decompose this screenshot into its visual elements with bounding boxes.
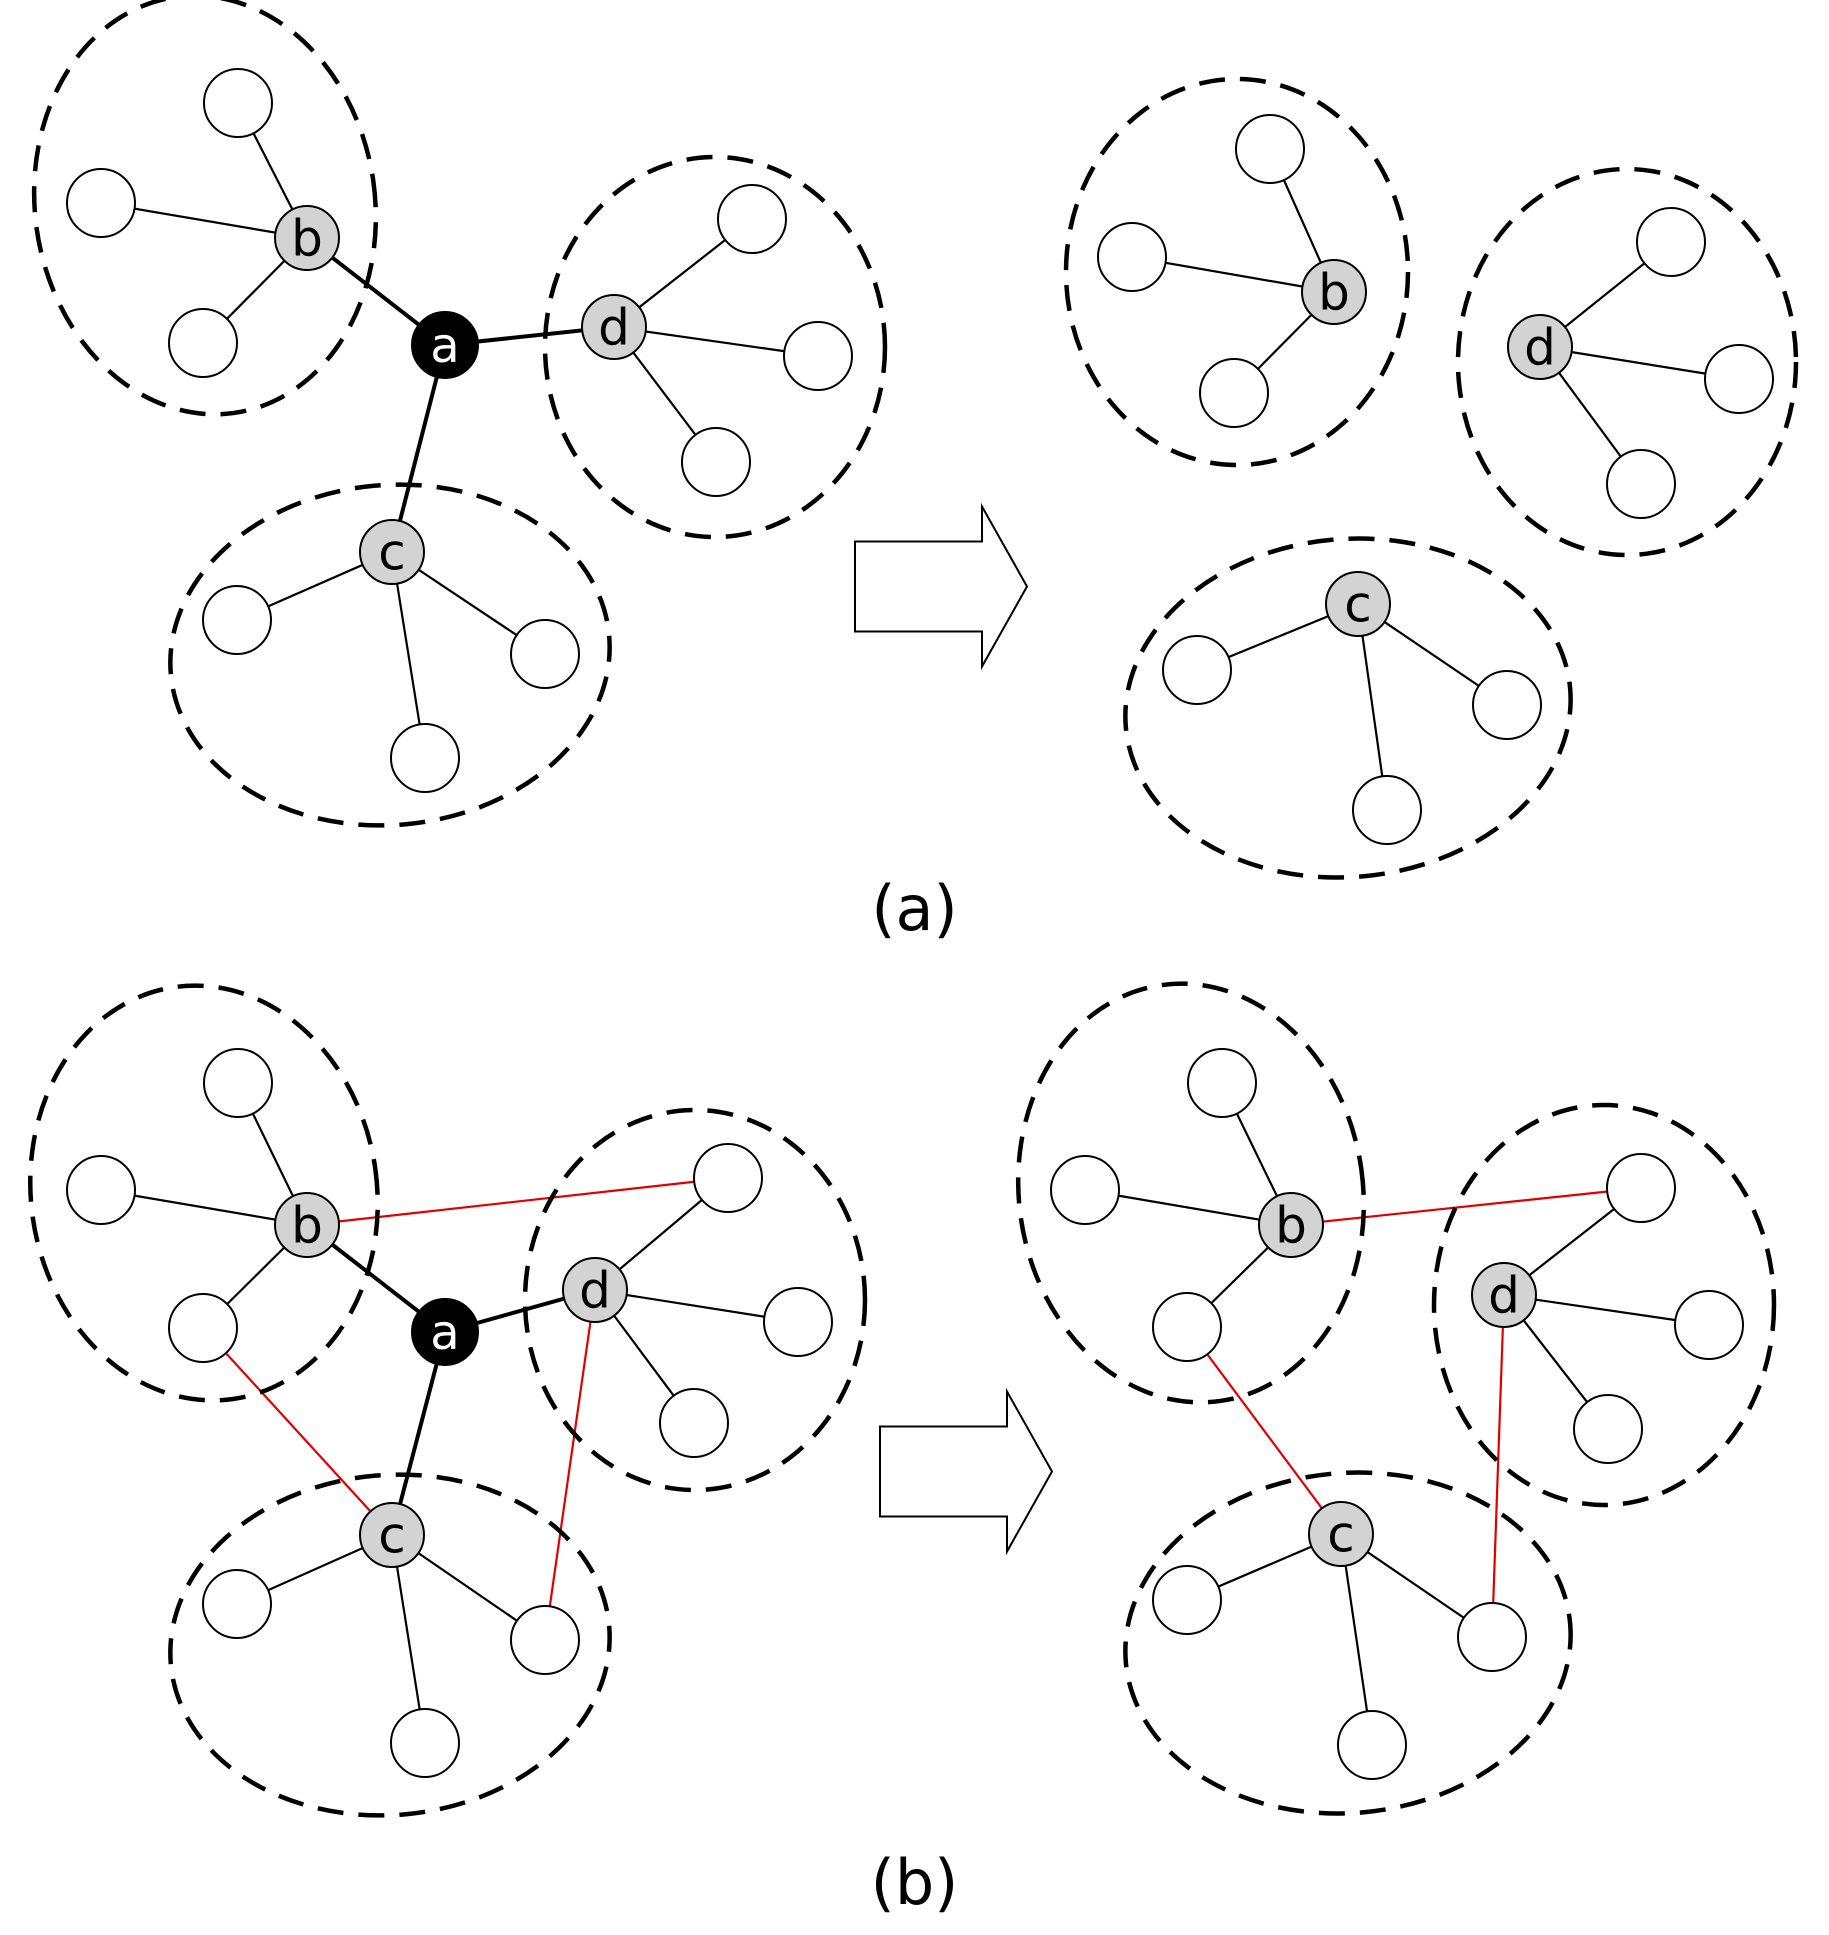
leaf-node-d-1 — [717, 184, 787, 254]
community-boundary-b — [1015, 981, 1367, 1405]
center-label-b: b — [1318, 264, 1350, 322]
community-boundary-c — [168, 482, 612, 828]
leaf-node-c-2 — [510, 619, 580, 689]
leaf-node-c-3 — [390, 723, 460, 793]
leaf-node-d-2 — [1704, 344, 1774, 414]
inter-community-edge-1 — [1290, 1186, 1642, 1227]
center-label-c: c — [1344, 576, 1372, 634]
hub-node-a — [411, 311, 479, 379]
leaf-node-b-2 — [1097, 222, 1167, 292]
leaf-node-b-1 — [203, 1048, 273, 1118]
leaf-node-b-2 — [66, 1155, 136, 1225]
transition-arrow-icon-2 — [879, 1387, 1054, 1556]
center-label-b: b — [291, 210, 323, 268]
leaf-node-b-2 — [66, 168, 136, 238]
community-boundary-d — [1455, 166, 1799, 558]
leaf-node-d-1 — [1636, 207, 1706, 277]
leaf-node-c-3 — [1337, 1710, 1407, 1780]
leaf-node-c-1 — [1152, 1565, 1222, 1635]
center-node-b — [274, 1192, 340, 1258]
center-node-c — [1308, 1501, 1374, 1567]
leaf-node-b-3 — [168, 1293, 238, 1363]
leaf-node-c-1 — [1162, 635, 1232, 705]
center-label-c: c — [378, 1507, 406, 1565]
leaf-node-d-3 — [1573, 1394, 1643, 1464]
hub-edge-a-c — [390, 344, 447, 553]
leaf-node-d-1 — [693, 1143, 763, 1213]
leaf-node-d-2 — [763, 1287, 833, 1357]
inter-community-edge-3 — [543, 1289, 597, 1641]
center-node-d — [1471, 1262, 1537, 1328]
panel-b-before: b d c a — [66, 1048, 833, 1778]
caption-a: (a) — [871, 872, 958, 945]
community-boundary-b — [31, 0, 379, 417]
leaf-node-d-3 — [1606, 449, 1676, 519]
center-label-b: b — [1275, 1197, 1307, 1255]
leaf-node-c-2 — [510, 1605, 580, 1675]
hub-node-a — [411, 1298, 479, 1366]
leaf-node-b-1 — [1187, 1048, 1257, 1118]
center-label-d: d — [1488, 1267, 1520, 1325]
leaf-node-c-3 — [1352, 775, 1422, 845]
inter-community-edge-3 — [1490, 1294, 1506, 1638]
community-boundary-b — [28, 983, 380, 1403]
leaf-node-b-1 — [1235, 114, 1305, 184]
center-node-c — [1325, 571, 1391, 637]
center-node-b — [1301, 259, 1367, 325]
center-node-b — [274, 205, 340, 271]
center-label-c: c — [1327, 1506, 1355, 1564]
transition-arrow-icon-1 — [854, 502, 1029, 671]
leaf-node-b-3 — [1199, 358, 1269, 428]
leaf-node-c-3 — [390, 1708, 460, 1778]
leaf-node-d-3 — [659, 1388, 729, 1458]
panel-a-before: b d c a — [66, 68, 853, 793]
hub-label-a: a — [430, 1305, 459, 1361]
community-boundary-c — [168, 1472, 612, 1818]
center-label-d: d — [598, 299, 630, 357]
leaf-node-d-2 — [1674, 1290, 1744, 1360]
hub-label-a: a — [430, 318, 459, 374]
community-boundary-b — [1063, 76, 1411, 468]
leaf-node-d-2 — [783, 321, 853, 391]
center-label-c: c — [378, 524, 406, 582]
center-label-d: d — [579, 1262, 611, 1320]
center-node-b — [1258, 1192, 1324, 1258]
center-node-d — [581, 294, 647, 360]
leaf-node-b-3 — [168, 308, 238, 378]
community-boundary-d — [542, 154, 888, 540]
community-boundary-d — [522, 1107, 868, 1493]
center-node-d — [1507, 314, 1573, 380]
leaf-node-d-1 — [1606, 1153, 1676, 1223]
community-boundary-c — [1123, 1470, 1573, 1816]
inter-community-edge-2 — [202, 1327, 393, 1536]
leaf-node-c-2 — [1472, 670, 1542, 740]
leaf-node-d-3 — [681, 427, 751, 497]
center-node-d — [562, 1257, 628, 1323]
leaf-node-c-1 — [202, 1569, 272, 1639]
leaf-node-b-1 — [203, 68, 273, 138]
leaf-node-b-2 — [1050, 1155, 1120, 1225]
edge-c-leaf-3 — [1339, 1533, 1374, 1746]
inter-community-edge-1 — [306, 1176, 729, 1227]
center-node-c — [359, 1502, 425, 1568]
center-label-d: d — [1524, 319, 1556, 377]
hub-edge-a-c — [390, 1331, 447, 1536]
panel-a-after: b d c — [1097, 114, 1774, 845]
leaf-node-b-3 — [1152, 1292, 1222, 1362]
caption-b: (b) — [870, 1846, 959, 1919]
community-boundary-c — [1123, 536, 1573, 880]
edge-c-leaf-3 — [390, 1534, 427, 1744]
leaf-node-c-2 — [1457, 1602, 1527, 1672]
center-node-c — [359, 519, 425, 585]
leaf-node-c-1 — [202, 585, 272, 655]
panel-b-after: b d c — [1050, 1048, 1744, 1780]
community-boundary-d — [1431, 1102, 1777, 1508]
center-label-b: b — [291, 1197, 323, 1255]
inter-community-edge-2 — [1186, 1326, 1342, 1535]
